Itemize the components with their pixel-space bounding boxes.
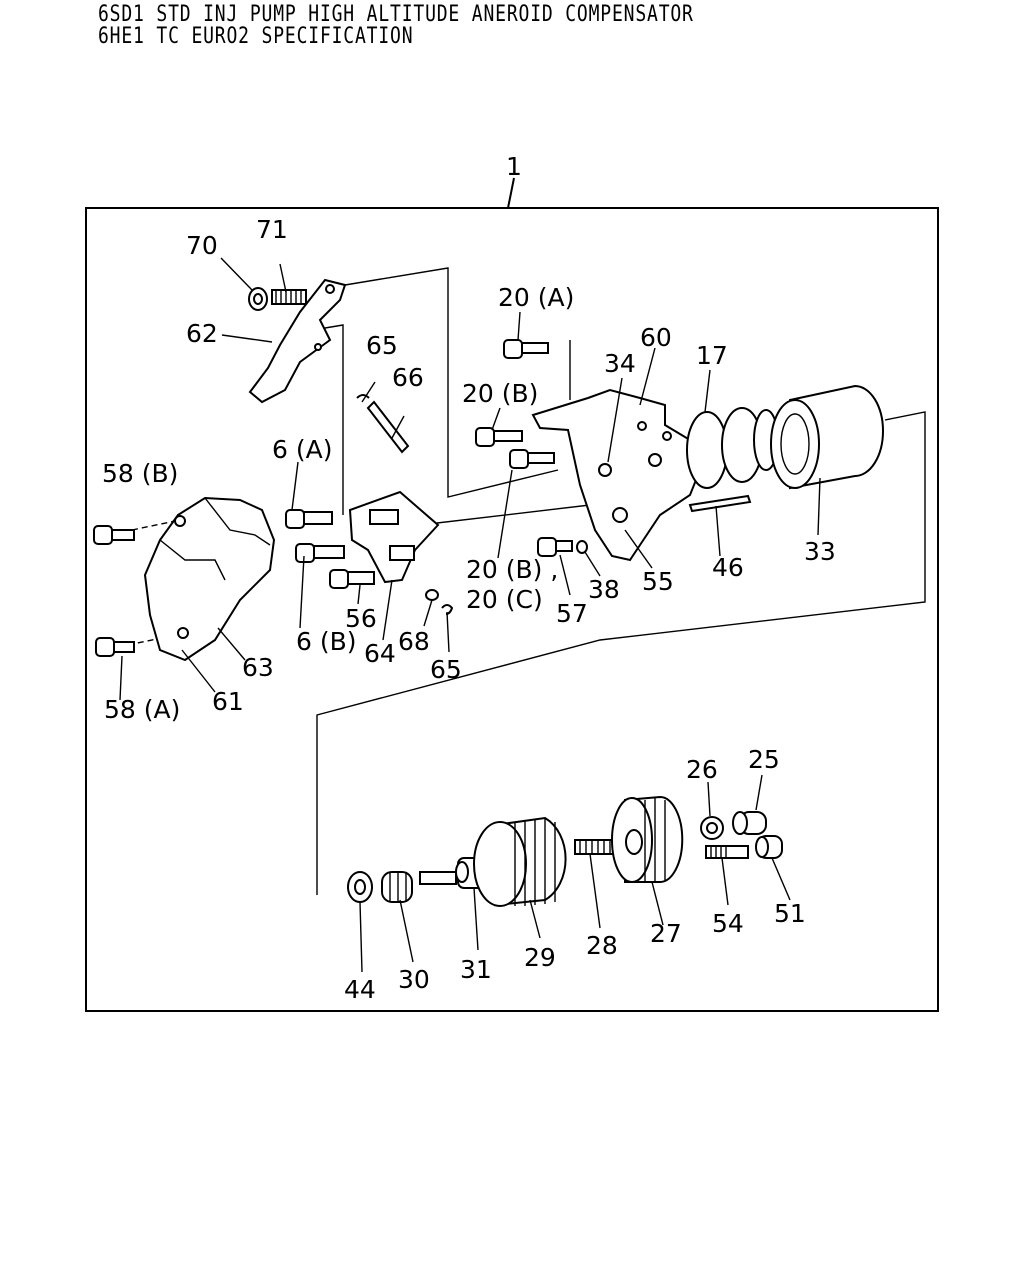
callout-29: 29 (524, 943, 556, 972)
callout-25: 25 (748, 745, 780, 774)
screw-28 (574, 839, 616, 855)
callout-6a: 6 (A) (272, 435, 332, 464)
diagram-title: 6SD1 STD INJ PUMP HIGH ALTITUDE ANEROID … (98, 4, 825, 48)
callout-20b-upper: 20 (B) (462, 379, 538, 408)
bolt-71 (271, 289, 307, 305)
callout-61: 61 (212, 687, 244, 716)
callout-33: 33 (804, 537, 836, 566)
leader-line (507, 177, 515, 209)
callout-28: 28 (586, 931, 618, 960)
cap-51 (755, 835, 783, 859)
callout-58a: 58 (A) (104, 695, 180, 724)
diaphragm-29 (473, 816, 567, 907)
screw-54 (705, 845, 749, 859)
washer-68 (425, 589, 439, 601)
callout-62: 62 (186, 319, 218, 348)
callout-51: 51 (774, 899, 806, 928)
clip-65-lower (441, 604, 454, 615)
callout-58b: 58 (B) (102, 459, 178, 488)
callout-60: 60 (640, 323, 672, 352)
callout-20c: 20 (C) (466, 585, 543, 614)
gasket-17 (686, 411, 728, 489)
nut-26 (700, 816, 724, 840)
callout-56: 56 (345, 604, 377, 633)
bracket-64 (348, 490, 440, 584)
callout-6b: 6 (B) (296, 627, 357, 656)
bolt-58a (95, 637, 135, 657)
callout-38: 38 (588, 575, 620, 604)
callout-20a: 20 (A) (498, 283, 574, 312)
title-line-1: 6SD1 STD INJ PUMP HIGH ALTITUDE ANEROID … (98, 2, 694, 27)
clip-65-upper (356, 394, 370, 399)
bolt-57 (537, 537, 573, 557)
bolt-6a (285, 509, 333, 529)
washer-70 (248, 287, 268, 311)
spring-30 (381, 871, 413, 903)
callout-26: 26 (686, 755, 718, 784)
callout-68: 68 (398, 627, 430, 656)
callout-66: 66 (392, 363, 424, 392)
housing-plate-60 (531, 388, 702, 562)
callout-leaders (119, 257, 821, 973)
washer-44 (347, 871, 373, 903)
pin-31-stem (419, 871, 457, 885)
callout-71: 71 (256, 215, 288, 244)
callout-27: 27 (650, 919, 682, 948)
callout-1: 1 (506, 152, 522, 181)
callout-55: 55 (642, 567, 674, 596)
cap-25 (732, 811, 767, 835)
callout-30: 30 (398, 965, 430, 994)
title-line-2: 6HE1 TC EURO2 SPECIFICATION (98, 24, 414, 49)
assembly-route-lines (127, 267, 926, 895)
callout-57: 57 (556, 599, 588, 628)
bolt-6b (295, 543, 345, 563)
bolt-20b-upper (475, 427, 523, 447)
callout-31: 31 (460, 955, 492, 984)
washer-38 (576, 540, 588, 554)
callout-65-upper: 65 (366, 331, 398, 360)
callout-34: 34 (604, 349, 636, 378)
bolt-56 (329, 569, 375, 589)
bracket-61 (174, 515, 186, 527)
bolt-20a (503, 339, 549, 359)
callout-70: 70 (186, 231, 218, 260)
callout-54: 54 (712, 909, 744, 938)
pin-66 (366, 400, 410, 454)
assembly-frame (85, 207, 939, 1012)
bolt-58b (93, 525, 135, 545)
callout-labels: 1 70 71 62 65 66 6 (A) 58 (B) 6 (B) 56 6… (102, 152, 836, 1004)
callout-44: 44 (344, 975, 376, 1004)
cap-27 (611, 795, 684, 883)
washer-34 (598, 463, 612, 477)
callout-63: 63 (242, 653, 274, 682)
bolt-20b-lower (509, 449, 555, 469)
callout-65-lower: 65 (430, 655, 462, 684)
callout-20b-lower: 20 (B) , (466, 555, 558, 584)
callout-46: 46 (712, 553, 744, 582)
cover-63 (143, 496, 276, 662)
callout-17: 17 (696, 341, 728, 370)
rod-46 (688, 494, 752, 513)
callout-64: 64 (364, 639, 396, 668)
lever-62 (248, 278, 347, 404)
